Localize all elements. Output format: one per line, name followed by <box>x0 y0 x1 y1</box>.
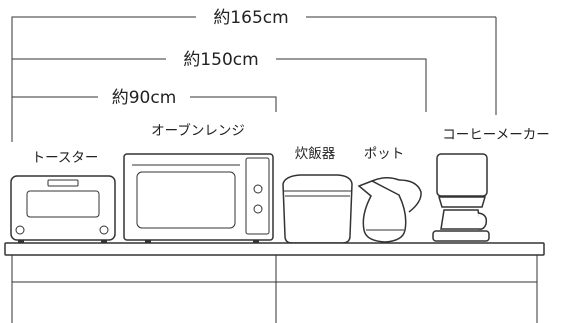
coffee-maker-illustration <box>432 153 490 242</box>
dimension-150-label: 約150cm <box>183 50 258 70</box>
oven-illustration <box>123 153 274 245</box>
counter <box>4 242 545 323</box>
toaster-illustration <box>10 175 116 245</box>
pot-illustration <box>357 177 422 243</box>
rice-cooker-label: 炊飯器 <box>295 146 336 162</box>
dimension-90: 約90cm <box>12 88 277 112</box>
oven-label: オーブンレンジ <box>151 122 245 139</box>
dimension-90-label: 約90cm <box>112 88 177 108</box>
toaster-label: トースター <box>32 150 99 166</box>
pot-label: ポット <box>364 146 405 162</box>
coffee-maker-label: コーヒーメーカー <box>442 127 549 143</box>
rice-cooker-illustration <box>282 174 353 244</box>
dimension-165-label: 約165cm <box>213 8 288 28</box>
dimension-150: 約150cm <box>12 50 427 112</box>
dimension-165: 約165cm <box>11 8 497 142</box>
